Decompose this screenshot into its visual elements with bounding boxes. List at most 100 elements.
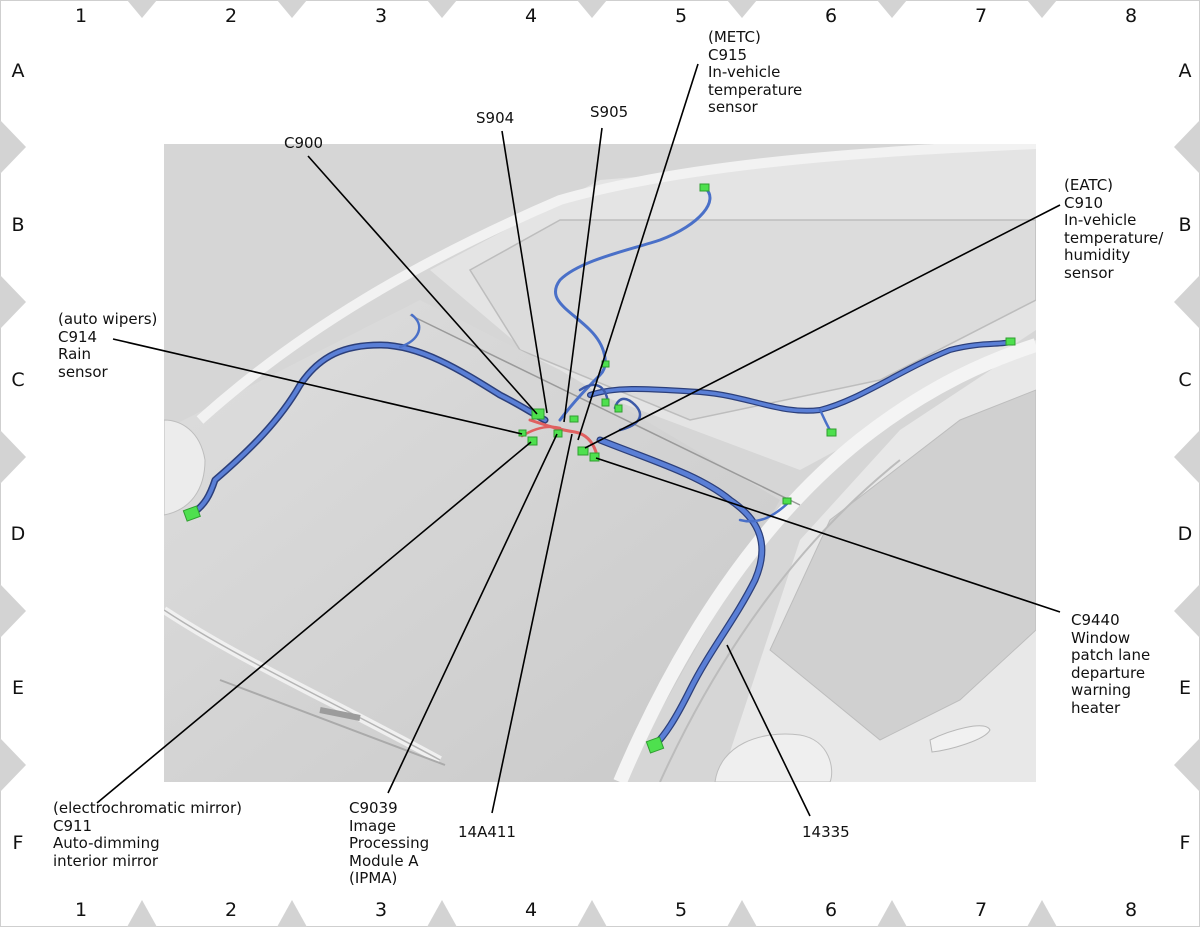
grid-col-label: 5 — [675, 5, 687, 27]
callout-14a411: 14A411 — [458, 823, 516, 842]
callout-c911-mirror: (electrochromatic mirror) C911 Auto-dimm… — [53, 799, 242, 870]
leader-c911 — [96, 441, 532, 804]
grid-row-label: A — [1179, 60, 1192, 82]
callout-c9440-heater: C9440 Window patch lane departure warnin… — [1071, 611, 1150, 717]
callout-line: heater — [1071, 698, 1121, 717]
leader-s905 — [563, 127, 603, 423]
grid-row-label: F — [13, 832, 24, 854]
callout-line: C911 — [53, 816, 93, 835]
callout-line: Image — [349, 816, 396, 835]
grid-col-label: 6 — [825, 5, 837, 27]
callout-line: C910 — [1064, 193, 1104, 212]
connector-c911 — [527, 436, 538, 446]
callout-line: Rain — [58, 345, 91, 363]
callout-line: S904 — [476, 109, 515, 127]
connector-s905 — [569, 415, 579, 423]
connector-c9039 — [553, 429, 563, 438]
grid-col-label: 5 — [675, 899, 687, 921]
grid-col-label: 8 — [1125, 899, 1137, 921]
connector-c9440 — [589, 452, 600, 462]
callout-line: Auto-dimming — [53, 834, 160, 852]
callout-line: Window — [1071, 628, 1131, 647]
callout-line: C914 — [58, 327, 98, 346]
grid-row-label: F — [1180, 832, 1191, 854]
callout-line: sensor — [708, 98, 758, 116]
callout-c900: C900 — [284, 134, 324, 153]
connector-c915 — [601, 398, 610, 407]
callout-c915-metc: (METC) C915 In-vehicle temperature senso… — [708, 28, 802, 117]
callout-line: (METC) — [708, 28, 761, 46]
leader-lines — [96, 63, 1061, 817]
grid-col-label: 1 — [75, 899, 87, 921]
connector-14335-end — [645, 736, 665, 754]
callout-line: sensor — [1064, 263, 1114, 282]
leader-c900 — [307, 155, 538, 415]
grid-col-label: 7 — [975, 5, 987, 27]
grid-row-labels-left: A B C D E F — [11, 60, 26, 854]
leader-c910 — [584, 204, 1061, 449]
callout-line: departure — [1071, 663, 1146, 682]
leader-c915 — [577, 63, 699, 441]
callout-line: sensor — [58, 362, 108, 381]
callout-line: humidity — [1064, 246, 1131, 264]
callout-line: temperature/ — [1064, 228, 1164, 247]
grid-row-label: C — [1178, 369, 1191, 391]
callout-s904: S904 — [476, 109, 515, 128]
callout-line: In-vehicle — [1064, 211, 1137, 229]
callout-line: (auto wipers) — [58, 310, 158, 328]
frame-diamonds-bottom — [127, 900, 1057, 927]
leader-c914 — [112, 338, 523, 435]
connector-c900 — [531, 408, 545, 420]
grid-col-label: 4 — [525, 5, 537, 27]
grid-row-label: C — [11, 369, 24, 391]
callout-line: In-vehicle — [708, 63, 781, 81]
callout-line: Processing — [349, 834, 430, 852]
grid-col-label: 4 — [525, 899, 537, 921]
grid-row-label: D — [1178, 523, 1193, 545]
callout-line: (IPMA) — [349, 869, 398, 887]
grid-row-label: A — [12, 60, 25, 82]
callout-line: (electrochromatic mirror) — [53, 799, 242, 817]
grid-row-label: D — [11, 523, 26, 545]
leader-14a411 — [491, 433, 573, 814]
grid-row-label: B — [1178, 214, 1191, 236]
callout-c914-rain-sensor: (auto wipers) C914 Rain sensor — [58, 310, 158, 381]
grid-col-label: 7 — [975, 899, 987, 921]
callout-line: warning — [1071, 681, 1132, 699]
grid-col-label: 3 — [375, 899, 387, 921]
grid-column-labels-top: 1 2 3 4 5 6 7 8 — [75, 5, 1137, 27]
callout-line: 14A411 — [458, 823, 516, 841]
connector-c910 — [577, 446, 589, 456]
callout-line: C900 — [284, 134, 324, 152]
grid-row-label: E — [1179, 677, 1191, 699]
callout-line: 14335 — [802, 823, 850, 841]
grid-col-label: 2 — [225, 5, 237, 27]
vehicle-illustration — [164, 144, 1036, 782]
connectors — [182, 183, 1016, 754]
callout-line: Module A — [349, 851, 419, 870]
leader-c9039 — [387, 433, 558, 794]
callout-line: interior mirror — [53, 851, 159, 870]
callout-line: (EATC) — [1064, 176, 1114, 194]
wiring-harness — [188, 186, 1013, 749]
grid-column-labels-bottom: 1 2 3 4 5 6 7 8 — [75, 899, 1137, 921]
grid-row-label: B — [11, 214, 24, 236]
callout-c9039-ipma: C9039 Image Processing Module A (IPMA) — [349, 799, 430, 888]
frame-diamonds-right — [1174, 120, 1200, 792]
callout-line: C9039 — [349, 799, 398, 817]
frame-diamonds-left — [0, 120, 26, 792]
frame-diamonds-top — [127, 0, 1057, 18]
callout-line: C915 — [708, 45, 748, 64]
leader-14335 — [726, 644, 811, 817]
callout-line: S905 — [590, 103, 629, 121]
leader-c9440 — [595, 457, 1061, 613]
callout-s905: S905 — [590, 103, 629, 122]
callout-14335: 14335 — [802, 823, 850, 842]
grid-row-labels-right: A B C D E F — [1178, 60, 1193, 854]
grid-row-label: E — [12, 677, 24, 699]
connector-c914-end — [182, 505, 201, 522]
callout-c910-eatc: (EATC) C910 In-vehicle temperature/ humi… — [1064, 176, 1164, 282]
grid-col-label: 6 — [825, 899, 837, 921]
